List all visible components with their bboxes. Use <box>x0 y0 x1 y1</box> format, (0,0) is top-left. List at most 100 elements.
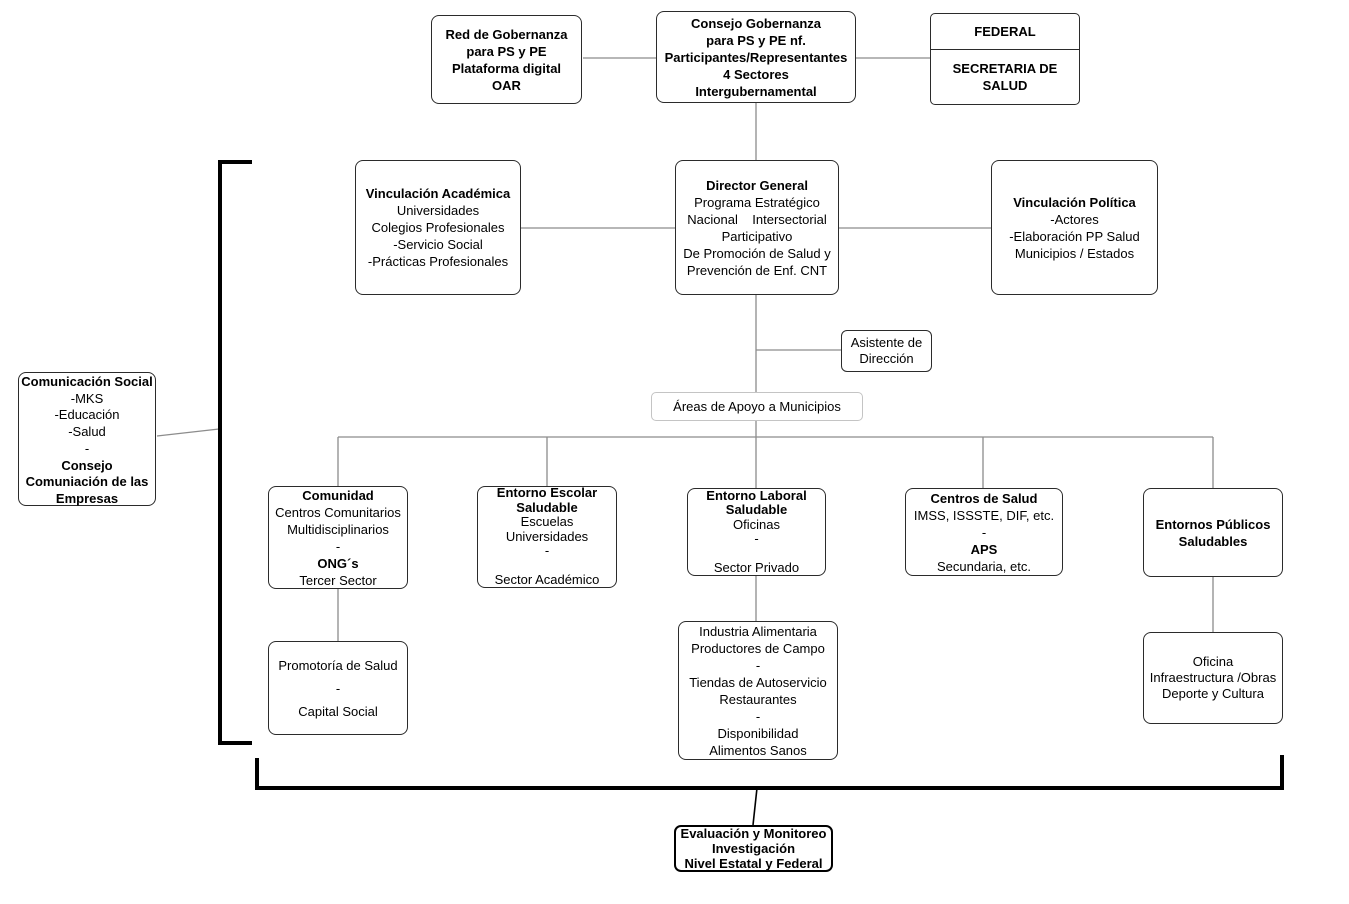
text-line: OAR <box>492 77 521 93</box>
text-line: -Salud <box>68 424 106 440</box>
node-promotoria-salud: Promotoría de Salud - Capital Social <box>268 641 408 735</box>
text-line: Infraestructura /Obras <box>1149 670 1277 685</box>
node-oficina-infraestructura: Oficina Infraestructura /Obras Deporte y… <box>1143 632 1283 724</box>
node-centros-de-salud: Centros de Salud IMSS, ISSSTE, DIF, etc.… <box>905 488 1063 576</box>
text-line: - <box>84 440 90 456</box>
text-line: Consejo Gobernanza <box>690 15 822 31</box>
text-line: Áreas de Apoyo a Municipios <box>673 398 841 414</box>
text-line: Entorno Laboral <box>706 487 807 503</box>
text-line: Deporte y Cultura <box>1162 686 1264 701</box>
text-line: ONG´s <box>317 555 359 571</box>
text-line: Sector Privado <box>713 560 800 575</box>
node-director-general: Director General Programa Estratégico Na… <box>675 160 839 295</box>
text-line: Saludables <box>1178 533 1248 549</box>
text-line: Universidades <box>505 528 589 544</box>
text-line: Plataforma digital <box>451 60 562 76</box>
text-line: Saludable <box>725 502 788 517</box>
node-vinculacion-academica: Vinculación Académica Universidades Cole… <box>355 160 521 295</box>
node-federal-secretaria: FEDERAL SECRETARIA DE SALUD <box>930 13 1080 105</box>
node-entorno-laboral: Entorno Laboral Saludable Oficinas - Sec… <box>687 488 826 576</box>
text-line: Universidades <box>396 203 480 218</box>
text-line: SECRETARIA DE <box>952 61 1058 76</box>
text-line: Promotoría de Salud <box>278 657 398 673</box>
node-comunidad: Comunidad Centros Comunitarios Multidisc… <box>268 486 408 589</box>
text-line: Capital Social <box>298 703 378 719</box>
node-asistente-direccion: Asistente de Dirección <box>841 330 932 372</box>
text-line: Comunicación Social <box>21 374 153 389</box>
text-line: Participativo <box>721 228 793 244</box>
text-line: De Promoción de Salud y <box>683 245 831 261</box>
text-line: Entornos Públicos <box>1155 516 1271 532</box>
node-industria-alimentaria: Industria Alimentaria Productores de Cam… <box>678 621 838 760</box>
text-line: Tiendas de Autoservicio <box>689 674 827 690</box>
text-line: - <box>755 657 761 673</box>
secretaria-compartment: SECRETARIA DE SALUD <box>931 50 1079 104</box>
text-line: Evaluación y Monitoreo <box>680 825 827 841</box>
node-vinculacion-politica: Vinculación Política -Actores -Elaboraci… <box>991 160 1158 295</box>
federal-compartment: FEDERAL <box>931 14 1079 50</box>
node-areas-apoyo-municipios: Áreas de Apoyo a Municipios <box>651 392 863 421</box>
text-line: Centros de Salud <box>930 490 1038 506</box>
node-entorno-escolar: Entorno Escolar Saludable Escuelas Unive… <box>477 486 617 588</box>
text-line: Investigación <box>711 840 796 856</box>
text-line: Saludable <box>516 499 578 515</box>
text-line: Empresas <box>55 490 119 506</box>
text-line: - <box>335 680 341 696</box>
text-line: Red de Gobernanza <box>445 26 568 42</box>
node-evaluacion-monitoreo: Evaluación y Monitoreo Investigación Niv… <box>674 825 833 872</box>
text-line: Tercer Sector <box>299 572 377 588</box>
text-line: Vinculación Académica <box>365 186 511 201</box>
bracket-to-evaluation-connector <box>752 787 758 826</box>
text-line: Nacional Intersectorial <box>687 211 827 227</box>
node-red-de-gobernanza: Red de Gobernanza para PS y PE Plataform… <box>431 15 582 104</box>
node-comunicacion-social: Comunicación Social -MKS -Educación -Sal… <box>18 372 156 506</box>
text-line: 4 Sectores <box>723 66 789 82</box>
node-entornos-publicos: Entornos Públicos Saludables <box>1143 488 1283 577</box>
text-line: Consejo <box>61 457 113 473</box>
text-line: Nivel Estatal y Federal <box>684 856 823 872</box>
text-line: Industria Alimentaria <box>699 623 817 639</box>
text-line: - <box>335 538 341 554</box>
text-line: Escuelas <box>520 514 574 530</box>
text-line: para PS y PE nf. <box>706 32 806 48</box>
text-line: -Prácticas Profesionales <box>367 254 509 269</box>
text-line: -Actores <box>1050 211 1099 227</box>
text-line: Alimentos Sanos <box>709 742 807 758</box>
text-line: - <box>544 543 550 559</box>
text-line: Secundaria, etc. <box>937 558 1031 574</box>
text-line: -MKS <box>70 390 104 406</box>
text-line: Centros Comunitarios <box>275 504 401 520</box>
text-line: Comunidad <box>302 487 374 503</box>
text-line: Municipios / Estados <box>1014 245 1135 261</box>
text-line: - <box>754 531 759 546</box>
text-line: -Elaboración PP Salud <box>1009 228 1140 244</box>
text-line: Multidisciplinarios <box>287 521 389 537</box>
text-line: - <box>981 524 987 540</box>
text-line: IMSS, ISSSTE, DIF, etc. <box>913 507 1055 523</box>
text-line: SALUD <box>982 78 1028 93</box>
text-line: Comuniación de las <box>25 474 149 490</box>
text-line: Director General <box>706 177 808 193</box>
text-line <box>545 559 549 574</box>
text-line: Intergubernamental <box>695 83 817 99</box>
text-line: Prevención de Enf. CNT <box>686 262 828 278</box>
text-line: Restaurantes <box>719 691 797 707</box>
text-line: Productores de Campo <box>691 640 825 656</box>
bottom-bracket <box>255 755 1284 790</box>
text-line <box>755 547 759 562</box>
text-line: Sector Académico <box>494 572 600 588</box>
text-line: Entorno Escolar <box>496 485 598 501</box>
text-line: Oficina <box>1192 654 1234 669</box>
text-line: -Educación <box>54 407 120 423</box>
text-line: Asistente de <box>850 335 923 350</box>
text-line: APS <box>970 541 998 557</box>
text-line: - <box>755 708 761 724</box>
text-line: Dirección <box>859 351 914 366</box>
gray-connectors <box>156 57 1214 641</box>
left-bracket <box>218 160 252 745</box>
text-line: -Servicio Social <box>393 237 483 252</box>
text-line: FEDERAL <box>974 24 1036 39</box>
text-line: Vinculación Política <box>1013 194 1136 210</box>
